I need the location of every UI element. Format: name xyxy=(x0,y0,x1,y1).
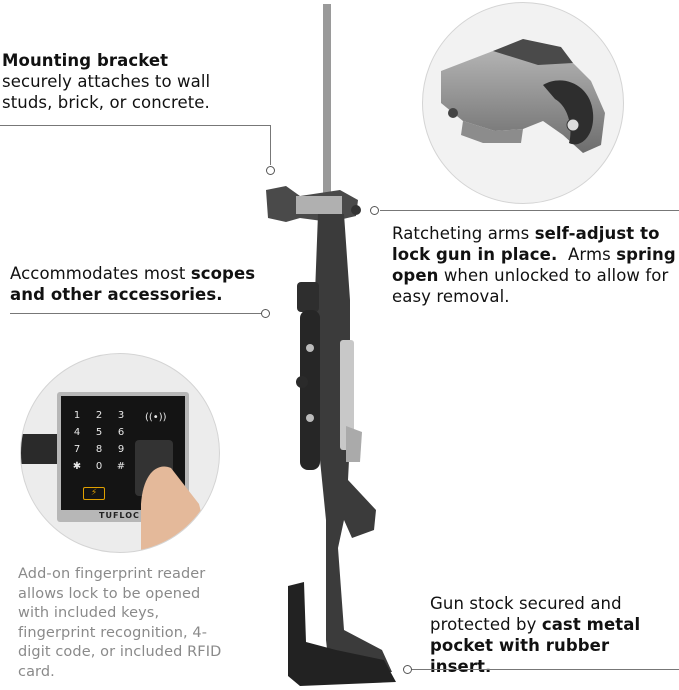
bolt-handle xyxy=(346,426,362,462)
stock-pocket xyxy=(288,582,396,686)
ratcheting-text-3: when unlocked to allow for easy removal. xyxy=(392,266,669,306)
scopes-bold: scopes and other accessories. xyxy=(10,264,256,304)
keypad-key[interactable]: 7 xyxy=(73,444,81,455)
ratcheting-bold-1: self-adjust to lock gun in place. xyxy=(392,224,660,264)
keypad-key[interactable]: 3 xyxy=(117,410,125,421)
scopes-caption: Accommodates most scopes and other acces… xyxy=(10,263,272,305)
ratcheting-leader xyxy=(380,210,679,211)
keypad-key[interactable]: 4 xyxy=(73,427,81,438)
keypad-brand: TUFLOC xyxy=(99,511,140,520)
bracket-knob xyxy=(351,205,361,215)
bracket-detail-illustration xyxy=(441,39,605,153)
bracket-detail-circle xyxy=(422,2,624,204)
stock-bold: cast metal pocket with rubber insert. xyxy=(430,615,641,676)
stock-leader xyxy=(411,669,679,670)
keypad-device-frame xyxy=(21,392,211,552)
keypad-key[interactable]: 9 xyxy=(117,444,125,455)
mounting-leader-h xyxy=(0,125,271,126)
barrel xyxy=(323,4,331,204)
keypad-key[interactable]: 5 xyxy=(95,427,103,438)
keypad-key[interactable]: 6 xyxy=(117,427,125,438)
ratcheting-text-1: Ratcheting arms xyxy=(392,224,535,243)
scopes-text: Accommodates most xyxy=(10,264,191,283)
keypad-grid: 1 2 3 4 5 6 7 8 9 ✱ 0 # xyxy=(67,410,131,472)
mounting-bracket-caption: Mounting bracket securely attaches to wa… xyxy=(2,50,242,113)
ratcheting-caption: Ratcheting arms self-adjust to lock gun … xyxy=(392,223,676,307)
stock-text: Gun stock secured and protected by xyxy=(430,594,622,634)
stock-caption: Gun stock secured and protected by cast … xyxy=(430,593,675,677)
keypad-detail-circle: 1 2 3 4 5 6 7 8 9 ✱ 0 # ((•)) ⚡ TUFLOC xyxy=(20,353,220,553)
fingerprint-caption: Add-on fingerprint reader allows lock to… xyxy=(18,566,222,680)
scope-ring-screw xyxy=(306,414,314,422)
mounting-bracket-title: Mounting bracket xyxy=(2,51,169,70)
keypad-key[interactable]: 0 xyxy=(95,461,103,472)
rfid-icon: ((•)) xyxy=(145,412,167,423)
rifle-stock xyxy=(314,214,392,676)
keypad-key[interactable]: # xyxy=(116,461,126,472)
ratcheting-leader-dot xyxy=(370,206,379,215)
scope-tube xyxy=(300,310,320,470)
scope-turret xyxy=(296,376,308,388)
keypad-key[interactable]: ✱ xyxy=(72,461,82,472)
scope-front xyxy=(297,282,319,312)
mounting-bracket-text: securely attaches to wall studs, brick, … xyxy=(2,72,211,112)
keypad-key[interactable]: 2 xyxy=(95,410,103,421)
ratcheting-text-2: Arms xyxy=(557,245,617,264)
ratcheting-bold-2: spring open xyxy=(392,245,676,285)
scope-ring-screw xyxy=(306,344,314,352)
bracket-clamp xyxy=(296,196,342,214)
receiver xyxy=(340,340,354,450)
keypad-key[interactable]: 8 xyxy=(95,444,103,455)
stock-leader-dot xyxy=(403,665,412,674)
mounting-leader-dot xyxy=(266,166,275,175)
battery-icon: ⚡ xyxy=(83,487,105,500)
scopes-leader xyxy=(10,313,262,314)
keypad-key[interactable]: 1 xyxy=(73,410,81,421)
mounting-leader-v xyxy=(270,125,271,165)
scopes-leader-dot xyxy=(261,309,270,318)
